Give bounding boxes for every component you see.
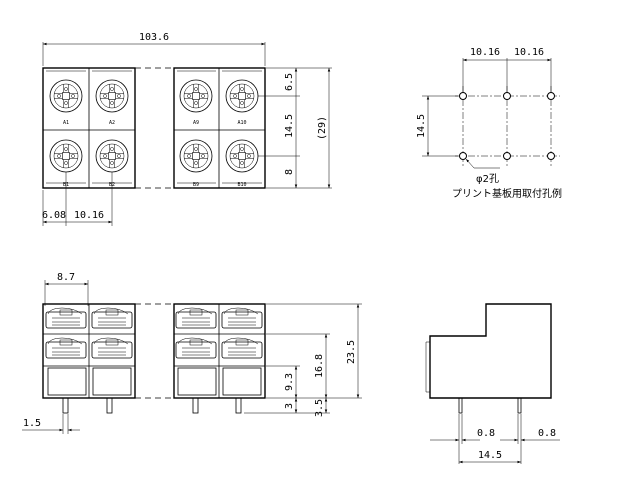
dim-8-7: 8.7 (57, 272, 75, 283)
dim-3-5: 3.5 (314, 399, 325, 417)
screw-terminal-a9 (179, 79, 213, 113)
screw-terminal-b2 (95, 139, 129, 173)
dim-8: 8 (284, 169, 295, 175)
pcb-pitch-2: 10.16 (514, 47, 544, 58)
dim-23-5: 23.5 (346, 340, 357, 364)
side-view: 0.8 0.8 14.5 (425, 303, 560, 464)
top-view: 103.6 A1 A2 A9 A10 B1 B2 (42, 32, 332, 226)
dim-29: (29) (317, 116, 328, 140)
pcb-hole (547, 152, 555, 160)
screw-terminal-a10 (225, 79, 259, 113)
dim-6-5: 6.5 (284, 73, 295, 91)
label-a10: A10 (237, 120, 246, 126)
pcb-hole (459, 92, 467, 100)
label-b10: B10 (237, 182, 246, 188)
pcb-hole (547, 92, 555, 100)
dim-total-width: 103.6 (139, 32, 169, 43)
dim-16-8: 16.8 (314, 354, 325, 378)
dim-side-depth: 14.5 (478, 450, 502, 461)
screw-terminal-a2 (95, 79, 129, 113)
label-b9: B9 (193, 182, 199, 188)
dim-pin-1: 0.8 (477, 428, 495, 439)
dim-pin-2: 0.8 (538, 428, 556, 439)
pcb-hole (459, 152, 467, 160)
label-a2: A2 (109, 120, 115, 126)
pcb-hole-layout: 10.16 10.16 14.5 φ2孔 プリント基板用取付孔例 (416, 47, 562, 200)
dim-top-pitch: 10.16 (74, 210, 104, 221)
dim-9-3: 9.3 (284, 373, 295, 391)
dim-edge-offset: 6.08 (42, 210, 66, 221)
screw-terminal-b10 (225, 139, 259, 173)
screw-terminal-b9 (179, 139, 213, 173)
screw-terminal-b1 (49, 139, 83, 173)
label-a9: A9 (193, 120, 199, 126)
pcb-hole (503, 152, 511, 160)
dim-3: 3 (284, 403, 295, 409)
dim-14-5: 14.5 (284, 114, 295, 138)
screw-terminal-a1 (49, 79, 83, 113)
pcb-row-pitch: 14.5 (416, 114, 427, 138)
pcb-hole (503, 92, 511, 100)
pcb-hole-label: φ2孔 (476, 173, 499, 185)
label-a1: A1 (63, 120, 69, 126)
pcb-pitch-1: 10.16 (470, 47, 500, 58)
dim-1-5: 1.5 (23, 418, 41, 429)
pcb-caption: プリント基板用取付孔例 (452, 187, 562, 200)
front-view: 8.7 1.5 (22, 272, 362, 434)
